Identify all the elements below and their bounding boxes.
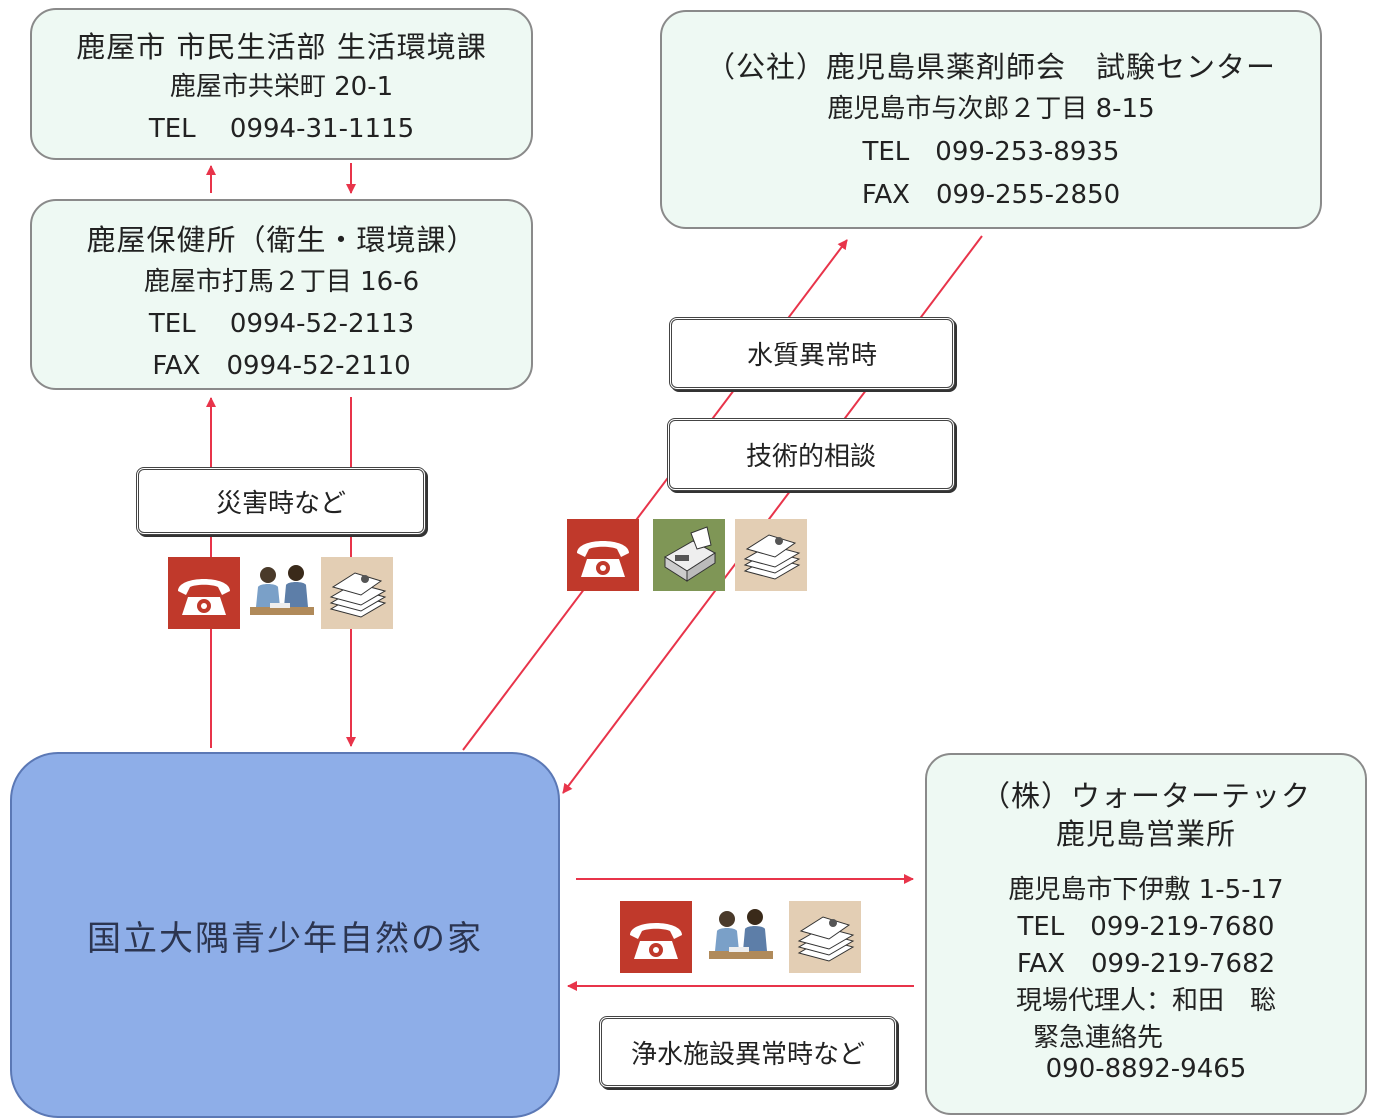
watertech-name-line1: （株）ウォーターテック (980, 779, 1311, 813)
label-water-quality-text: 水質異常時 (746, 341, 877, 371)
meeting-people-icon (246, 557, 318, 629)
telephone-icon (620, 901, 692, 973)
label-technical-text: 技術的相談 (745, 442, 876, 472)
kanoya-city-box: 鹿屋市 市民生活部 生活環境課 鹿屋市共栄町 20-1 TEL 0994-31-… (30, 8, 533, 160)
pharma-center-address: 鹿児島市与次郎２丁目 8-15 (827, 94, 1155, 124)
main-facility-name: 国立大隅青少年自然の家 (87, 918, 483, 959)
pharma-center-tel: TEL 099-253-8935 (862, 137, 1120, 167)
label-technical: 技術的相談 (667, 418, 955, 491)
pharma-center-name: （公社）鹿児島県薬剤師会 試験センター (705, 50, 1276, 84)
meeting-people-icon (705, 901, 777, 973)
pharma-center-fax: FAX 099-255-2850 (861, 180, 1121, 210)
health-center-name: 鹿屋保健所（衛生・環境課） (86, 223, 477, 257)
watertech-agent: 現場代理人：和田 聡 (1015, 986, 1276, 1016)
main-facility-box: 国立大隅青少年自然の家 (10, 752, 560, 1118)
watertech-name-line2: 鹿児島営業所 (1055, 817, 1236, 851)
kanoya-city-address: 鹿屋市共栄町 20-1 (169, 72, 394, 102)
watertech-tel: TEL 099-219-7680 (1017, 912, 1275, 942)
pharma-center-box: （公社）鹿児島県薬剤師会 試験センター 鹿児島市与次郎２丁目 8-15 TEL … (660, 10, 1322, 229)
watertech-fax: FAX 099-219-7682 (1016, 949, 1276, 979)
documents-icon (321, 557, 393, 629)
watertech-box: （株）ウォーターテック 鹿児島営業所 鹿児島市下伊敷 1-5-17 TEL 09… (925, 753, 1367, 1115)
documents-icon (789, 901, 861, 973)
kanoya-city-tel: TEL 0994-31-1115 (148, 114, 415, 144)
label-purification-text: 浄水施設異常時など (630, 1039, 865, 1070)
watertech-emergency-label: 緊急連絡先 (1033, 1023, 1164, 1053)
health-center-fax: FAX 0994-52-2110 (152, 351, 411, 381)
health-center-address: 鹿屋市打馬２丁目 16-6 (143, 267, 420, 297)
watertech-emergency-tel: 090-8892-9465 (1045, 1054, 1247, 1084)
label-purification: 浄水施設異常時など (599, 1016, 897, 1088)
kanoya-city-name: 鹿屋市 市民生活部 生活環境課 (76, 30, 487, 64)
telephone-icon (168, 557, 240, 629)
label-disaster-text: 災害時など (215, 488, 346, 519)
health-center-tel: TEL 0994-52-2113 (148, 309, 415, 339)
documents-icon (735, 519, 807, 591)
watertech-address: 鹿児島市下伊敷 1-5-17 (1008, 875, 1284, 905)
telephone-icon (567, 519, 639, 591)
label-water-quality: 水質異常時 (669, 317, 955, 390)
health-center-box: 鹿屋保健所（衛生・環境課） 鹿屋市打馬２丁目 16-6 TEL 0994-52-… (30, 199, 533, 390)
fax-machine-icon (653, 519, 725, 591)
label-disaster: 災害時など (136, 467, 426, 535)
